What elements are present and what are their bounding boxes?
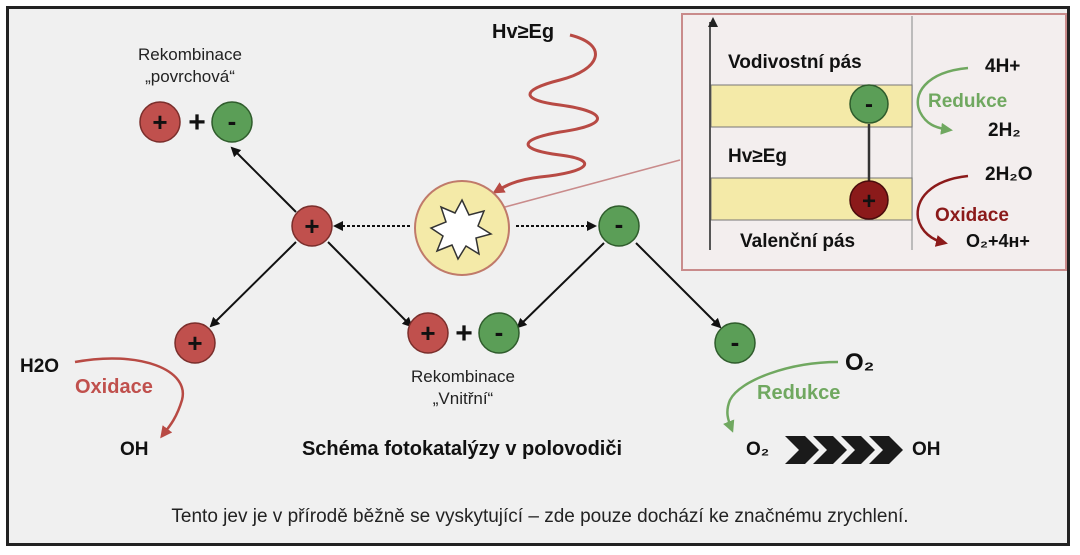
inset-oxidation-bottom: O₂+4ʜ+ xyxy=(966,231,1030,251)
inset-oxidation-top: 2H₂O xyxy=(985,164,1033,185)
reduction-arrow xyxy=(723,360,839,433)
electron-reduction: - xyxy=(714,322,756,364)
inset-oxidation-label: Oxidace xyxy=(935,205,1009,226)
arrow-hole-internal xyxy=(327,241,413,328)
hole-center: + xyxy=(291,205,333,247)
inset-reduction-top: 4H+ xyxy=(985,56,1020,77)
inset-hole: + xyxy=(849,180,889,220)
reduction-chain-start: O₂ xyxy=(746,439,769,460)
inset-reduction-bottom: 2H₂ xyxy=(988,120,1021,141)
oxidation-label: Oxidace xyxy=(75,376,153,398)
inset-electron: - xyxy=(849,84,889,124)
light-wave xyxy=(492,33,599,194)
svg-text:+: + xyxy=(862,188,876,215)
gap-label: Hv≥Eg xyxy=(728,146,787,167)
oxidation-product: OH xyxy=(120,439,149,460)
hole-internal: + xyxy=(407,312,449,354)
internal-recombination-line2: „Vnitřní“ xyxy=(433,389,494,408)
svg-text:-: - xyxy=(495,317,504,347)
diagram-title: Schéma fotokatalýzy v polovodiči xyxy=(302,438,622,460)
conduction-band-label: Vodivostní pás xyxy=(728,52,862,73)
svg-text:+: + xyxy=(187,328,202,358)
surface-recombination-line2: „povrchová“ xyxy=(145,67,235,86)
svg-text:+: + xyxy=(420,318,435,348)
band-diagram-inset: - + Vodivostní pás Hv≥Eg Valenční pás 4H… xyxy=(681,13,1067,271)
svg-text:-: - xyxy=(228,106,237,136)
oxidation-arrow xyxy=(74,357,185,439)
oxidation-reactant: H2O xyxy=(20,356,59,377)
svg-text:-: - xyxy=(615,209,624,239)
starburst-icon xyxy=(429,198,493,261)
reduction-reactant: O₂ xyxy=(845,349,874,376)
electron-internal: - xyxy=(478,312,520,354)
internal-recombination-line1: Rekombinace xyxy=(411,367,515,386)
light-label: Hv≥Eg xyxy=(492,21,554,43)
svg-text:+: + xyxy=(304,211,319,241)
reduction-product: OH xyxy=(912,439,941,460)
svg-text:+: + xyxy=(152,107,167,137)
plus-sign-internal: + xyxy=(455,317,473,350)
footer-note: Tento jev je v přírodě běžně se vyskytuj… xyxy=(171,506,908,527)
plus-sign-surface: + xyxy=(188,106,206,139)
svg-text:-: - xyxy=(865,91,873,118)
surface-recombination-line1: Rekombinace xyxy=(138,45,242,64)
semiconductor-particle xyxy=(414,180,510,276)
inset-reduction-label: Redukce xyxy=(928,91,1007,112)
arrow-hole-surface xyxy=(230,146,297,213)
hole-surface: + xyxy=(139,101,181,143)
hole-oxidation: + xyxy=(174,322,216,364)
valence-band-label: Valenční pás xyxy=(740,231,855,252)
arrow-hole-down xyxy=(209,241,297,328)
arrow-electron-down xyxy=(635,242,722,329)
svg-text:-: - xyxy=(731,327,740,357)
inset-oxidation-arrow xyxy=(916,174,969,247)
arrow-electron-internal xyxy=(516,242,605,329)
chevron-arrows-icon xyxy=(785,436,903,464)
inset-reduction-arrow xyxy=(916,66,969,135)
zoom-line xyxy=(504,159,681,208)
electron-center: - xyxy=(598,205,640,247)
electron-surface: - xyxy=(211,101,253,143)
reduction-label: Redukce xyxy=(757,382,840,404)
